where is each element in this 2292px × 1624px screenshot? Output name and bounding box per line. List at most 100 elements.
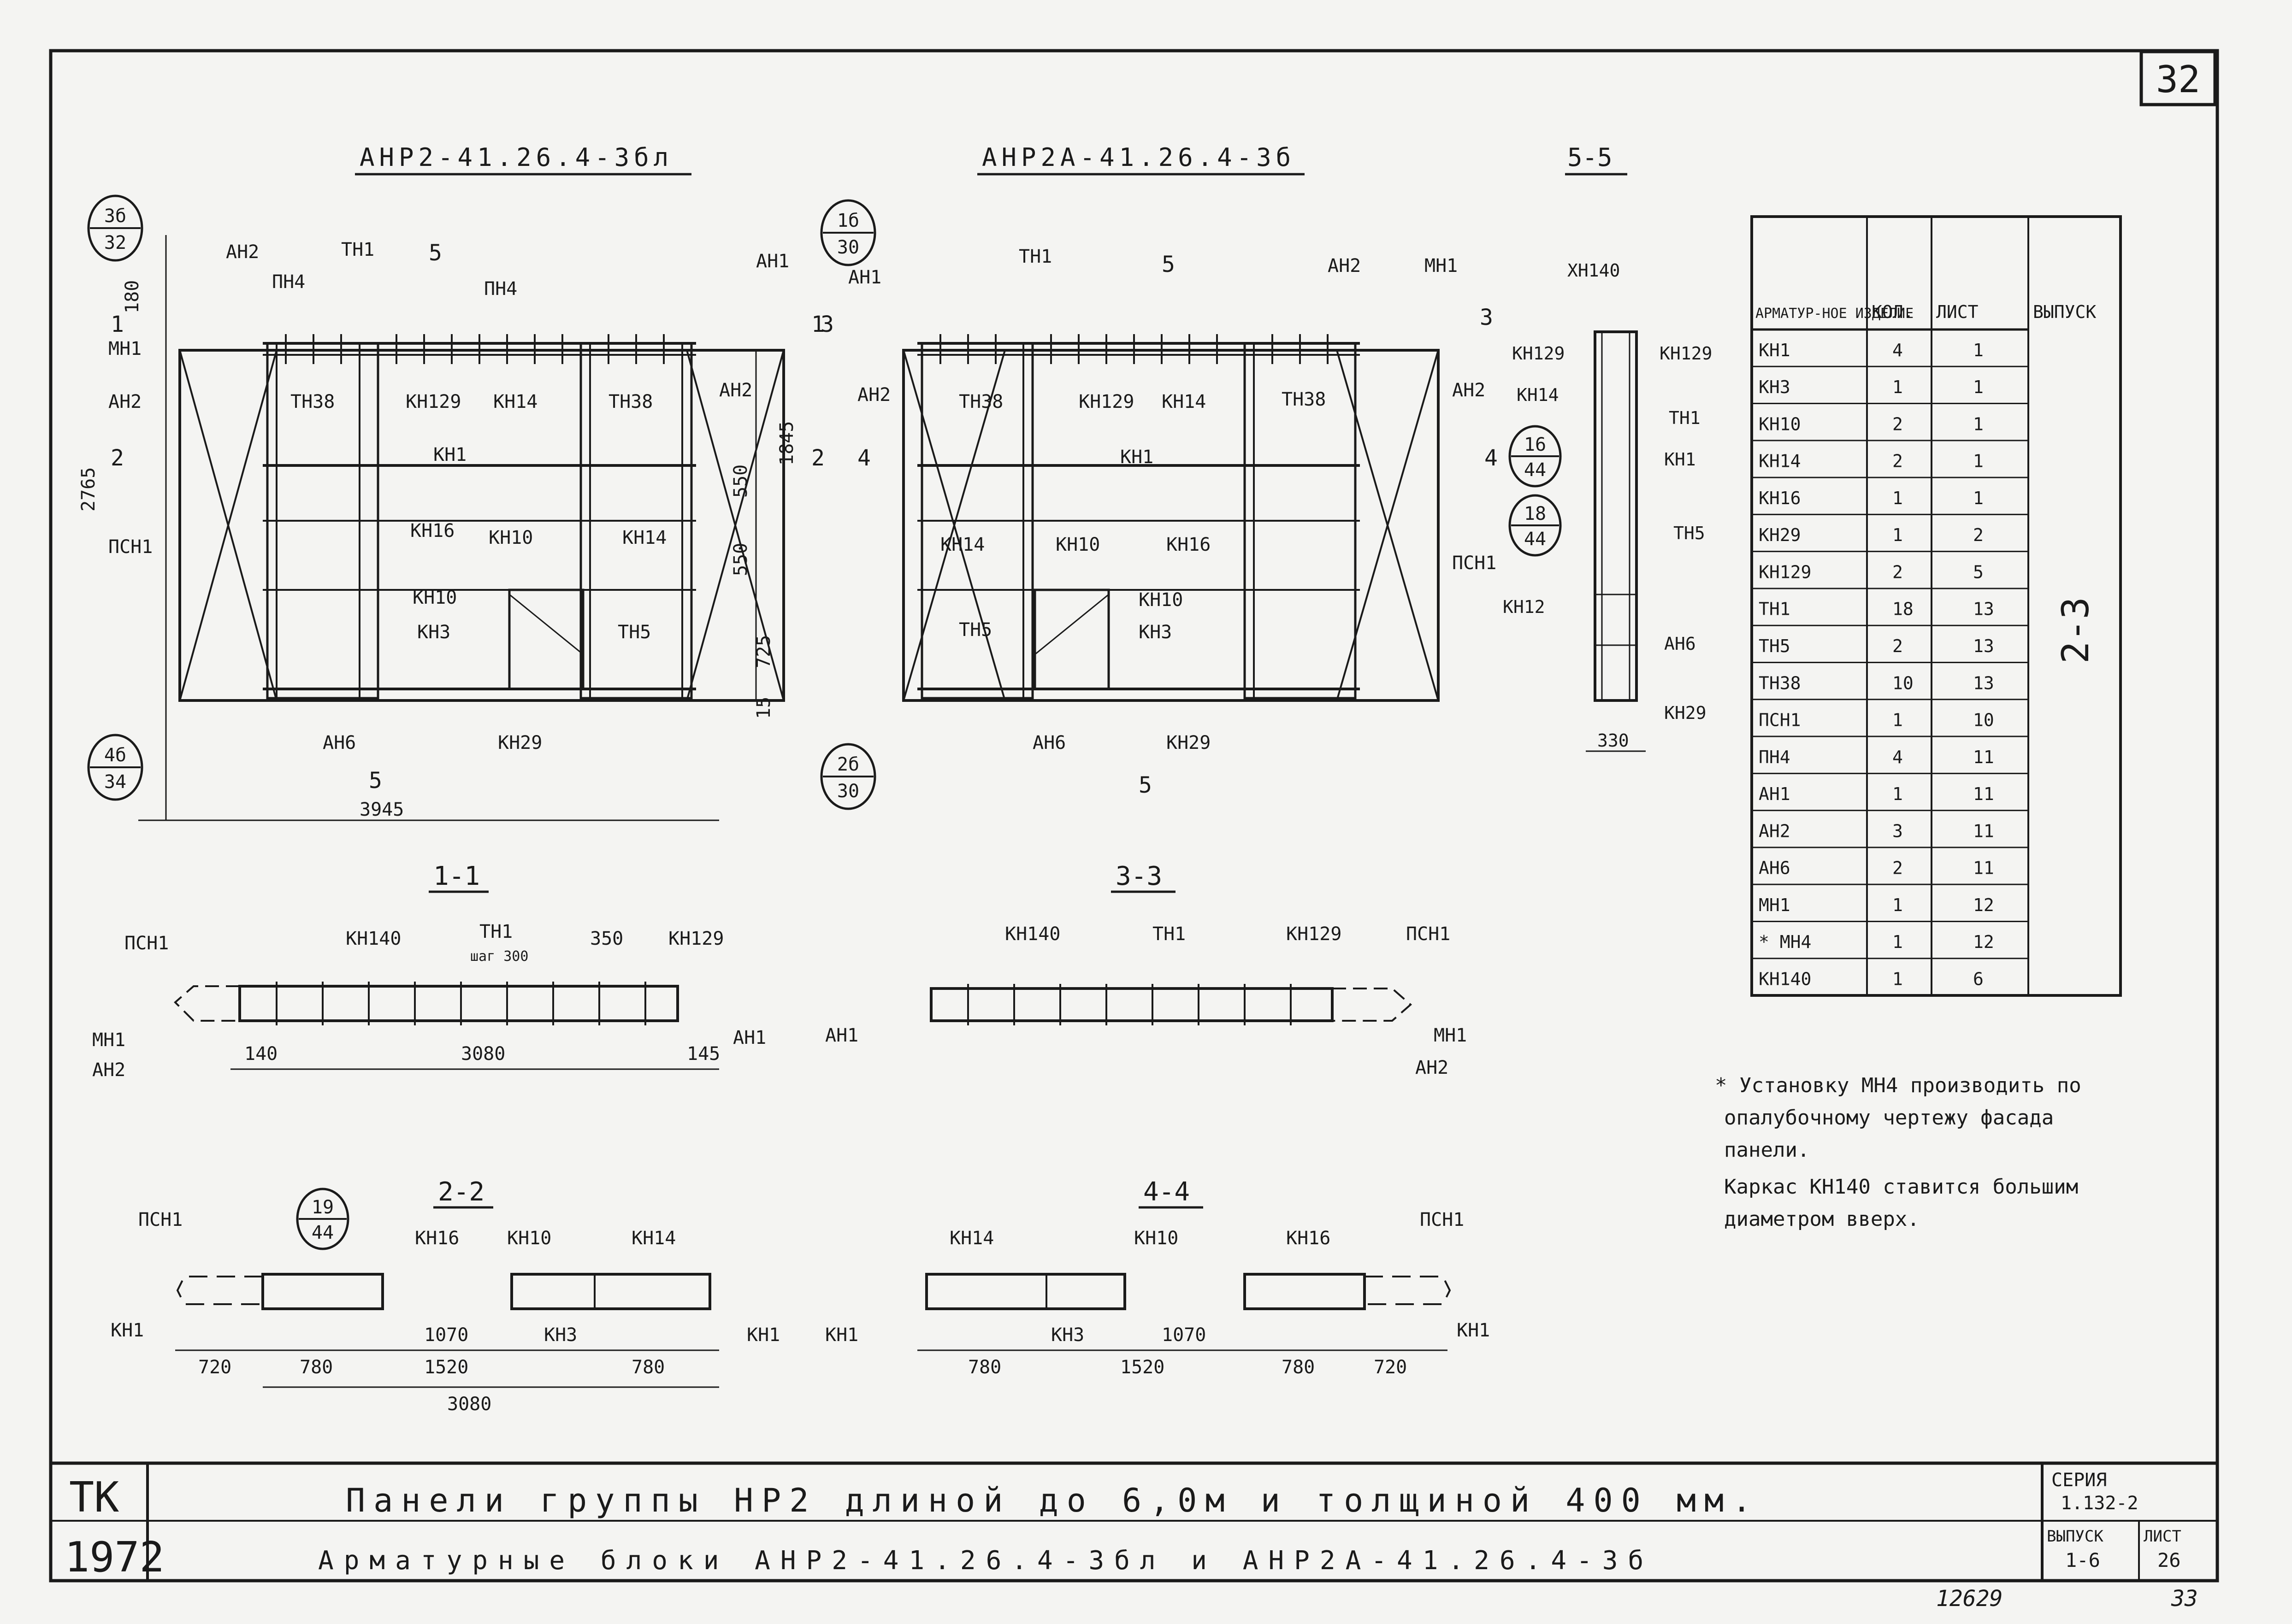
svg-text:2765: 2765 xyxy=(78,467,99,512)
bottom-number-2: 33 xyxy=(2171,1586,2198,1612)
svg-text:КН10: КН10 xyxy=(1134,1228,1178,1249)
svg-text:1845: 1845 xyxy=(776,421,797,465)
svg-text:5: 5 xyxy=(369,768,382,794)
svg-text:30: 30 xyxy=(837,781,859,802)
svg-text:АН2: АН2 xyxy=(108,391,142,412)
spec-cell-sheet: 1 xyxy=(1973,488,1984,508)
spec-cell-item: ТН5 xyxy=(1759,636,1790,656)
svg-text:АН2: АН2 xyxy=(226,241,259,263)
notes: * Установку МН4 производить по опалубочн… xyxy=(1715,1074,2081,1231)
spec-cell-qty: 3 xyxy=(1892,821,1903,841)
svg-text:КН29: КН29 xyxy=(1664,703,1707,723)
svg-text:КН129: КН129 xyxy=(406,391,461,412)
elevation-right: АН1 ТН1 АН2 МН1 АН2 ТН38 КН129 КН14 ТН38… xyxy=(821,246,1498,798)
svg-text:АН2: АН2 xyxy=(857,384,891,406)
svg-text:3-3: 3-3 xyxy=(1116,861,1162,891)
spec-issue-value: 2-3 xyxy=(2054,597,2097,664)
svg-text:725: 725 xyxy=(753,635,774,668)
sheet-value: 26 xyxy=(2157,1549,2181,1571)
spec-cell-qty: 2 xyxy=(1892,562,1903,582)
svg-text:АН1: АН1 xyxy=(756,251,789,272)
spec-cell-qty: 1 xyxy=(1892,488,1903,508)
svg-text:АН2: АН2 xyxy=(719,380,752,401)
heading-middle: АНР2А-41.26.4-3б xyxy=(982,143,1295,172)
svg-text:2: 2 xyxy=(111,445,124,471)
svg-text:КН10: КН10 xyxy=(507,1228,551,1249)
section-3-3: 3-3 КН140 ТН1 КН129 ПСН1 АН1 МН1 АН2 xyxy=(825,861,1467,1078)
svg-text:780: 780 xyxy=(1282,1357,1315,1378)
spec-cell-item: КН3 xyxy=(1759,377,1790,397)
svg-text:2: 2 xyxy=(811,445,825,471)
svg-text:720: 720 xyxy=(198,1357,231,1378)
svg-text:5: 5 xyxy=(1162,252,1175,277)
spec-cell-sheet: 1 xyxy=(1973,340,1984,360)
spec-cell-sheet: 1 xyxy=(1973,414,1984,434)
section-4-4: 4-4 КН14 КН10 КН16 ПСН1 КН1 КН3 КН1 780 … xyxy=(825,1177,1490,1378)
svg-text:550: 550 xyxy=(730,465,751,498)
svg-text:АН2: АН2 xyxy=(1452,380,1485,401)
svg-text:АН2: АН2 xyxy=(92,1059,125,1081)
svg-text:30: 30 xyxy=(837,237,859,258)
svg-text:АН6: АН6 xyxy=(1033,732,1066,753)
svg-text:ПН4: ПН4 xyxy=(272,271,305,293)
svg-text:КН14: КН14 xyxy=(632,1228,676,1249)
svg-text:1-1: 1-1 xyxy=(433,861,480,891)
svg-text:АН1: АН1 xyxy=(733,1027,766,1048)
svg-text:16: 16 xyxy=(1524,434,1546,455)
svg-text:550: 550 xyxy=(730,543,751,576)
spec-cell-qty: 10 xyxy=(1892,673,1914,693)
spec-cell-qty: 4 xyxy=(1892,747,1903,767)
svg-text:5: 5 xyxy=(1139,772,1152,798)
spec-cell-sheet: 1 xyxy=(1973,377,1984,397)
svg-text:3080: 3080 xyxy=(461,1043,505,1065)
svg-text:КН10: КН10 xyxy=(1139,589,1183,611)
svg-text:КН129: КН129 xyxy=(1512,343,1565,364)
spec-cell-sheet: 11 xyxy=(1973,747,1994,767)
spec-cell-item: КН29 xyxy=(1759,525,1801,545)
svg-text:опалубочному чертежу фасада: опалубочному чертежу фасада xyxy=(1724,1106,2054,1130)
svg-text:ТН38: ТН38 xyxy=(959,391,1003,412)
svg-text:КН3: КН3 xyxy=(544,1324,577,1346)
svg-text:1: 1 xyxy=(111,312,124,337)
sheet-border xyxy=(49,49,2219,1583)
spec-cell-item: КН1 xyxy=(1759,340,1790,360)
svg-text:140: 140 xyxy=(244,1043,278,1065)
sheet-label: ЛИСТ xyxy=(2144,1527,2181,1546)
svg-text:диаметром вверх.: диаметром вверх. xyxy=(1724,1207,1920,1231)
elevation-left: АН2 ПН4 ТН1 ПН4 АН1 МН1 АН2 ПСН1 ТН38 КН… xyxy=(78,235,825,821)
svg-text:ТН1: ТН1 xyxy=(1019,246,1052,267)
spec-cell-item: ПН4 xyxy=(1759,747,1790,767)
svg-text:АН1: АН1 xyxy=(825,1025,858,1046)
spec-cell-qty: 4 xyxy=(1892,340,1903,360)
svg-text:4: 4 xyxy=(857,445,871,471)
svg-text:ТН1: ТН1 xyxy=(1152,924,1186,945)
title-year: 1972 xyxy=(65,1533,165,1582)
svg-text:КН16: КН16 xyxy=(410,520,455,541)
svg-text:4-4: 4-4 xyxy=(1143,1177,1190,1207)
svg-text:34: 34 xyxy=(104,771,126,793)
svg-text:ПСН1: ПСН1 xyxy=(1452,553,1496,574)
svg-text:Каркас КН140 ставится большим: Каркас КН140 ставится большим xyxy=(1724,1175,2078,1199)
svg-text:КН12: КН12 xyxy=(1503,597,1545,617)
svg-text:32: 32 xyxy=(104,232,126,253)
svg-text:145: 145 xyxy=(687,1043,720,1065)
svg-text:3945: 3945 xyxy=(360,799,404,820)
svg-text:ПСН1: ПСН1 xyxy=(108,536,153,558)
spec-cell-item: ТН1 xyxy=(1759,599,1790,619)
svg-text:19: 19 xyxy=(312,1197,334,1218)
svg-text:ТН1: ТН1 xyxy=(1669,408,1701,428)
svg-text:ПН4: ПН4 xyxy=(484,278,517,300)
svg-text:780: 780 xyxy=(632,1357,665,1378)
svg-text:КН14: КН14 xyxy=(493,391,538,412)
spec-cell-qty: 1 xyxy=(1892,784,1903,804)
svg-text:1070: 1070 xyxy=(1162,1324,1206,1346)
svg-text:ТН38: ТН38 xyxy=(608,391,653,412)
svg-text:АН6: АН6 xyxy=(323,732,356,753)
sheet-number: 32 xyxy=(2156,58,2200,101)
